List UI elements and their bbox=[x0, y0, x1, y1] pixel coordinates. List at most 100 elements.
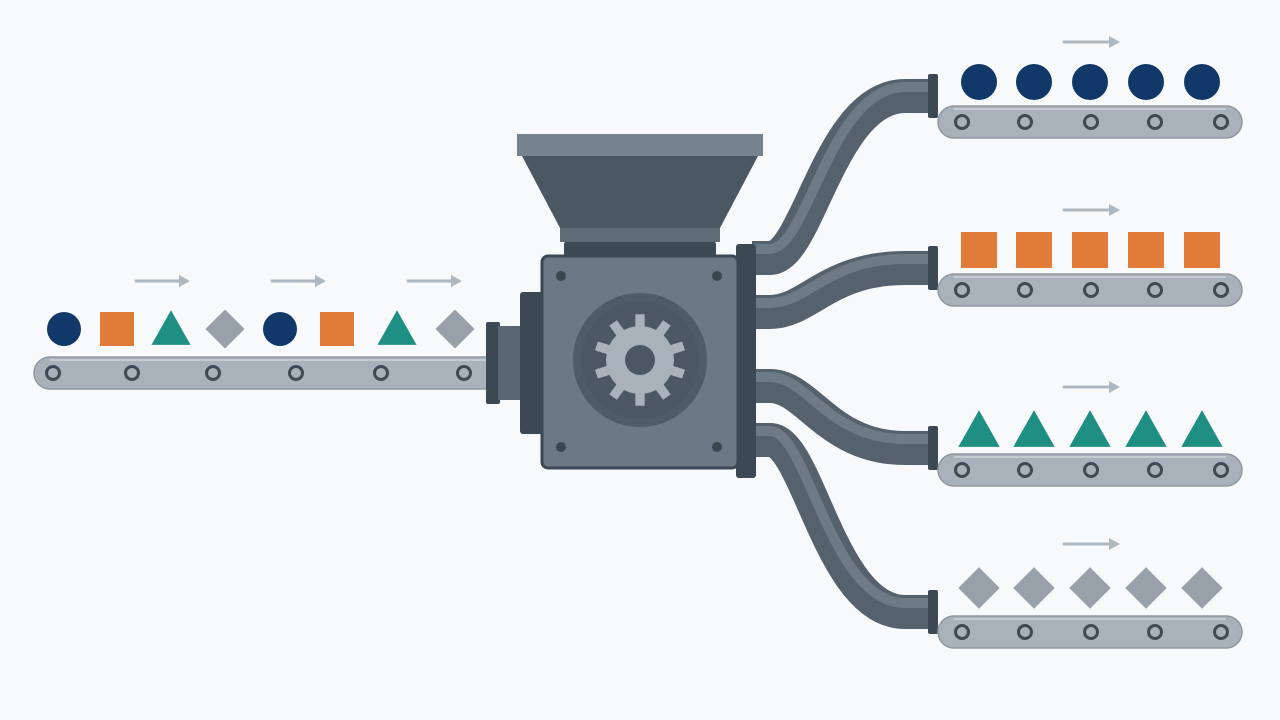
belt-body bbox=[937, 453, 1243, 487]
gear-icon bbox=[595, 314, 685, 406]
pipe-body bbox=[752, 423, 934, 629]
output-pipe bbox=[752, 369, 934, 465]
arrow-head bbox=[451, 275, 462, 287]
output-conveyors bbox=[937, 36, 1243, 649]
circle-item bbox=[1016, 64, 1052, 100]
triangle-item bbox=[377, 310, 417, 345]
direction-arrow bbox=[1062, 204, 1120, 216]
belt-roller bbox=[1147, 282, 1163, 298]
belt-roller bbox=[1083, 282, 1099, 298]
direction-arrow bbox=[270, 275, 326, 287]
direction-arrow bbox=[406, 275, 462, 287]
belt-roller bbox=[1083, 114, 1099, 130]
belt-body bbox=[937, 105, 1243, 139]
square-item bbox=[1072, 232, 1108, 268]
belt-body bbox=[937, 273, 1243, 307]
bolt bbox=[712, 442, 722, 452]
belt-roller bbox=[1017, 282, 1033, 298]
arrow-head bbox=[315, 275, 326, 287]
gear-hub bbox=[625, 345, 655, 375]
bolt bbox=[556, 271, 566, 281]
circle-item bbox=[47, 312, 81, 346]
circle-item bbox=[1128, 64, 1164, 100]
square-item bbox=[1128, 232, 1164, 268]
inlet-flange bbox=[486, 322, 500, 404]
output-pipe bbox=[752, 423, 934, 629]
triangle-item bbox=[151, 310, 191, 345]
circle-item bbox=[263, 312, 297, 346]
pipe-body bbox=[752, 369, 934, 465]
output-pipe bbox=[752, 79, 934, 275]
belt-roller bbox=[1147, 462, 1163, 478]
square-item bbox=[1184, 232, 1220, 268]
sorting-machine bbox=[486, 134, 763, 478]
arrow-head bbox=[1109, 381, 1120, 393]
triangle-item bbox=[958, 410, 1000, 447]
input-belt bbox=[33, 356, 505, 390]
belt-roller bbox=[954, 114, 970, 130]
square-item bbox=[961, 232, 997, 268]
pipe-body bbox=[752, 251, 934, 329]
diamond-item bbox=[1181, 567, 1223, 609]
inlet-plate bbox=[520, 292, 544, 434]
arrow-head bbox=[1109, 36, 1120, 48]
outlet-manifold bbox=[736, 244, 756, 478]
diamond-item bbox=[1069, 567, 1111, 609]
arrow-head bbox=[1109, 204, 1120, 216]
pipe-shine bbox=[752, 254, 934, 308]
belt-roller bbox=[1213, 462, 1229, 478]
belt-roller bbox=[1017, 624, 1033, 640]
pipe-shine bbox=[752, 426, 934, 608]
pipe-flange bbox=[928, 426, 938, 470]
belt-roller bbox=[1017, 114, 1033, 130]
belt-roller bbox=[205, 365, 221, 381]
triangle-item bbox=[1013, 410, 1055, 447]
pipe-shine bbox=[752, 82, 934, 254]
direction-arrow bbox=[134, 275, 190, 287]
output-belt bbox=[937, 105, 1243, 139]
diamond-item bbox=[1125, 567, 1167, 609]
belt-roller bbox=[1147, 114, 1163, 130]
diamond-item bbox=[435, 309, 475, 349]
circle-item bbox=[1184, 64, 1220, 100]
triangle-item bbox=[1069, 410, 1111, 447]
output-belt bbox=[937, 453, 1243, 487]
pipe-flange bbox=[928, 246, 938, 290]
diamond-item bbox=[958, 567, 1000, 609]
circle-item bbox=[961, 64, 997, 100]
belt-roller bbox=[1213, 282, 1229, 298]
output-belt bbox=[937, 615, 1243, 649]
belt-roller bbox=[373, 365, 389, 381]
belt-roller bbox=[124, 365, 140, 381]
pipe-shine bbox=[752, 372, 934, 444]
belt-roller bbox=[1017, 462, 1033, 478]
belt-body bbox=[937, 615, 1243, 649]
hopper-rim bbox=[517, 134, 763, 156]
belt-roller bbox=[1083, 624, 1099, 640]
bolt bbox=[712, 271, 722, 281]
output-pipe bbox=[752, 251, 934, 329]
input-conveyor bbox=[33, 275, 505, 390]
belt-roller bbox=[954, 462, 970, 478]
belt-roller bbox=[1213, 624, 1229, 640]
arrow-head bbox=[1109, 538, 1120, 550]
output-conveyor-squares bbox=[937, 204, 1243, 307]
direction-arrow bbox=[1062, 538, 1120, 550]
belt-roller bbox=[954, 282, 970, 298]
belt-roller bbox=[1083, 462, 1099, 478]
pipe-body bbox=[752, 79, 934, 275]
hopper-collar bbox=[564, 242, 716, 256]
diamond-item bbox=[1013, 567, 1055, 609]
hopper-funnel bbox=[522, 156, 758, 228]
output-conveyor-triangles bbox=[937, 381, 1243, 487]
belt-roller bbox=[456, 365, 472, 381]
diamond-item bbox=[205, 309, 245, 349]
output-conveyor-circles bbox=[937, 36, 1243, 139]
pipe-flange bbox=[928, 590, 938, 634]
belt-roller bbox=[954, 624, 970, 640]
pipe-flange bbox=[928, 74, 938, 118]
belt-body bbox=[33, 356, 505, 390]
belt-roller bbox=[45, 365, 61, 381]
